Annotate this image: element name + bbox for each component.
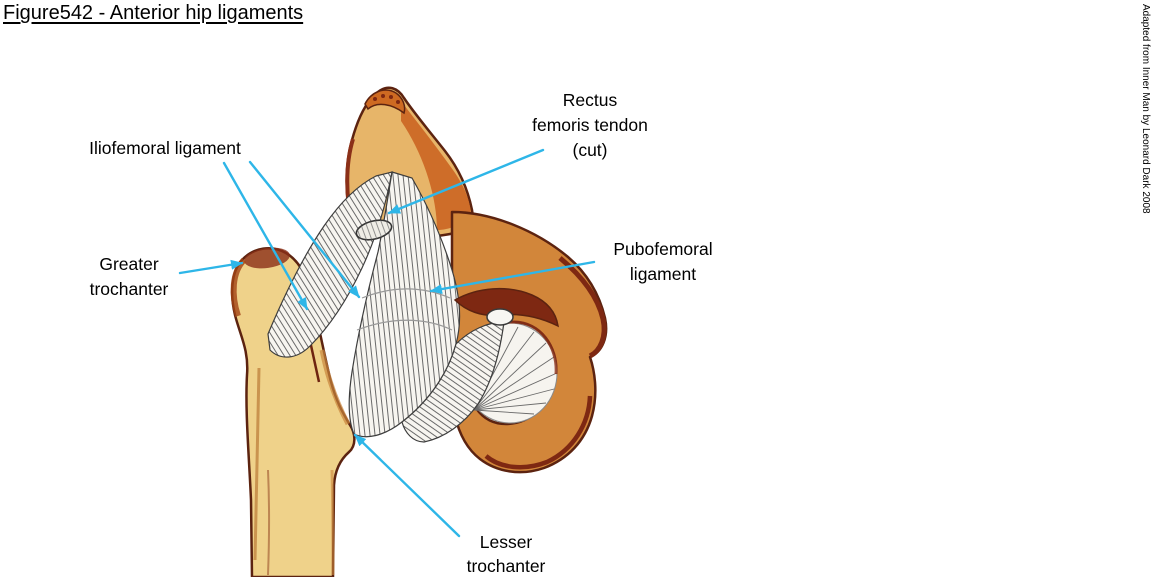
label-rectus-femoris-tendon: Rectus femoris tendon (cut) <box>532 90 648 160</box>
capsule-iliofemoral-medial <box>348 171 461 438</box>
zona-orbicularis-line <box>361 288 451 299</box>
arrow-rectus-femoris <box>387 148 545 215</box>
hip-capsule-ligaments <box>267 171 505 443</box>
capsule-iliofemoral-lateral <box>267 171 393 358</box>
figure-credit: Adapted from Inner Man by Leonard Dark 2… <box>1140 4 1151 214</box>
label-pubofemoral-ligament: Pubofemoral ligament <box>613 239 713 284</box>
arrow-iliofemoral-2 <box>248 160 361 299</box>
arrow-greater-trochanter <box>178 259 244 275</box>
pointer-arrows <box>178 148 596 538</box>
capsule-pubofemoral <box>401 321 505 443</box>
greater-trochanter-bump <box>244 247 290 269</box>
rectus-femoris-tendon-cut <box>355 219 393 241</box>
label-lesser-trochanter: Lesser trochanter <box>466 532 546 576</box>
arrow-pubofemoral <box>429 260 596 294</box>
label-greater-trochanter: Greater trochanter <box>89 254 169 299</box>
arrow-iliofemoral-1 <box>222 161 309 311</box>
acetabular-rim <box>453 287 559 328</box>
arrow-lesser-trochanter <box>353 433 461 538</box>
figure-title: Figure542 - Anterior hip ligaments <box>3 2 304 24</box>
label-iliofemoral-ligament: Iliofemoral ligament <box>89 138 241 158</box>
lesser-trochanter-bump <box>319 349 351 426</box>
obturator-canal-opening <box>486 308 514 326</box>
zona-orbicularis-line <box>356 319 453 331</box>
